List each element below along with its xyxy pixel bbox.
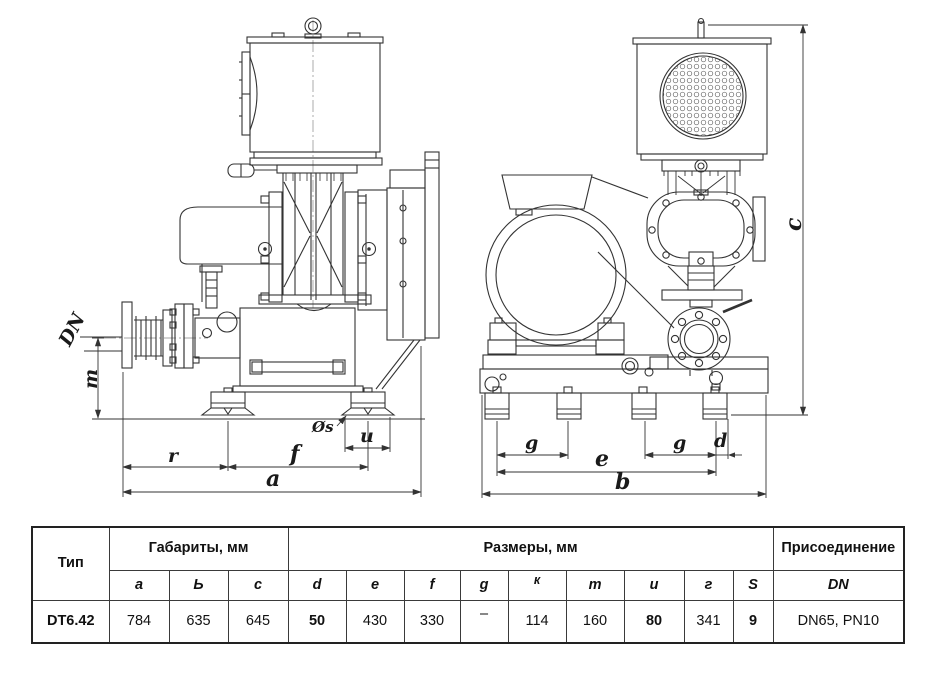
pipe-flange <box>121 301 133 369</box>
cell-c: 645 <box>227 600 289 644</box>
col-header-s: S <box>732 570 774 601</box>
col-header-e: e <box>345 570 405 601</box>
support-brace <box>381 339 421 390</box>
cell-t: 160 <box>565 600 625 644</box>
blower-tower-side <box>257 173 377 312</box>
cell-f: 330 <box>403 600 461 644</box>
col-header-t: т <box>565 570 625 601</box>
col-header-g2: г <box>683 570 734 601</box>
dim-label-a: a <box>266 466 280 492</box>
motor-fan-cowl <box>501 174 593 216</box>
group-header-prisoedinenie: Присоединение <box>772 526 905 571</box>
right-casing-flange <box>344 191 359 303</box>
data-row-dt642: DT6.42 784 635 645 50 430 330 – 114 160 … <box>31 600 905 644</box>
left-view-dimensions <box>80 336 422 497</box>
base-body-side <box>232 307 364 393</box>
col-header-c: c <box>227 570 289 601</box>
col-header-a: a <box>108 570 170 601</box>
col-header-dn: DN <box>772 570 905 601</box>
right-view-dimensions <box>481 24 808 498</box>
mesh-screen <box>659 52 747 140</box>
valve-lever <box>722 298 753 314</box>
relief-valve <box>199 265 223 273</box>
dim-label-m: m <box>80 369 102 389</box>
dim-label-e: e <box>595 446 609 472</box>
left-view-side: DN m r f u Øs a <box>54 17 440 497</box>
blower-casing-front <box>646 189 766 267</box>
left-casing-flange <box>268 191 283 303</box>
air-filter-box-front <box>632 17 772 173</box>
col-header-k-label: к <box>533 572 541 587</box>
discharge-flange <box>667 307 731 371</box>
lifting-shackle <box>484 376 500 392</box>
col-header-i: и <box>623 570 685 601</box>
right-view-front: c g g d e b <box>479 17 808 498</box>
cell-dn: DN65, PN10 <box>772 600 905 644</box>
cell-s: 9 <box>732 600 774 644</box>
col-header-d: d <box>287 570 347 601</box>
dim-label-g-right: g <box>673 432 686 454</box>
sub-header-row: a Ь c d e f g к т и г S DN <box>32 570 905 601</box>
silencer-handle <box>227 163 277 178</box>
col-header-type: Тип <box>31 526 110 601</box>
dim-label-d: d <box>714 430 727 452</box>
cell-d: 50 <box>287 600 347 644</box>
oil-sight-glass <box>216 311 238 333</box>
dim-label-f: f <box>288 441 303 467</box>
dim-label-c: c <box>781 217 807 231</box>
discharge-assembly <box>661 265 753 376</box>
cell-g: – <box>459 600 509 644</box>
side-panel-plate <box>239 51 258 136</box>
air-filter-box-side <box>246 17 384 174</box>
dim-label-dn: DN <box>54 309 90 351</box>
right-view-dim-labels: c g g d e b <box>525 217 807 495</box>
left-view-dim-labels: DN m r f u Øs a <box>54 309 374 492</box>
dim-label-b: b <box>615 469 630 495</box>
cell-type: DT6.42 <box>31 600 110 644</box>
dimensions-table: Тип Габариты, мм Размеры, мм Присоединен… <box>31 526 906 644</box>
bearing-pin <box>257 241 273 257</box>
group-header-razmery: Размеры, мм <box>287 526 774 571</box>
bolt-hatch-row <box>285 173 342 181</box>
dim-label-g-left: g <box>525 432 538 454</box>
left-view-feet <box>92 387 425 420</box>
col-header-g: g <box>459 570 509 601</box>
gearbox-housing-side <box>179 206 283 339</box>
cell-g2: 341 <box>683 600 734 644</box>
dim-label-u: u <box>360 425 374 447</box>
cell-k: 114 <box>507 600 567 644</box>
rear-duct <box>424 151 440 339</box>
cell-e: 430 <box>345 600 405 644</box>
col-header-f: f <box>403 570 461 601</box>
cell-i: 80 <box>623 600 685 644</box>
motor-front <box>485 176 675 355</box>
os-leader <box>336 415 347 427</box>
dim-label-os: Øs <box>311 418 334 436</box>
side-bracket <box>752 196 766 262</box>
col-header-b: Ь <box>168 570 229 601</box>
belt-guard-side <box>357 151 440 390</box>
bearing-pin <box>361 241 377 257</box>
dim-label-r: r <box>168 445 180 467</box>
right-view-feet <box>484 386 728 420</box>
suction-flange-assembly <box>121 301 241 369</box>
group-header-gabarity: Габариты, мм <box>108 526 289 571</box>
group-header-row: Тип Габариты, мм Размеры, мм Присоединен… <box>31 526 905 601</box>
col-header-k: к <box>507 570 567 601</box>
cell-a: 784 <box>108 600 170 644</box>
cell-b: 635 <box>168 600 229 644</box>
cell-g-dash: – <box>479 605 489 622</box>
blower-dimensional-drawing: DN m r f u Øs a <box>54 17 808 498</box>
base-frame-front <box>479 354 769 394</box>
